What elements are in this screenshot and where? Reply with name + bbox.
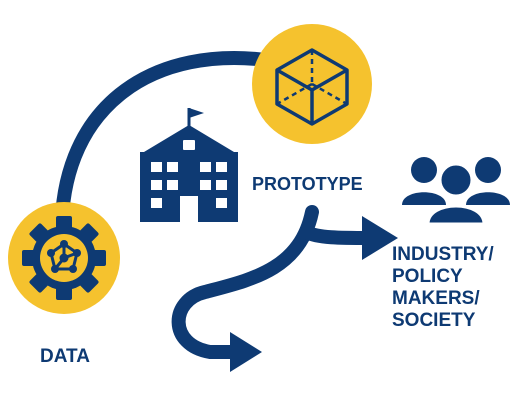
data-to-prototype-arc [54, 51, 287, 252]
prototype-node [252, 24, 372, 144]
prototype-label: PROTOTYPE [252, 174, 363, 194]
data-node [8, 202, 120, 314]
data-label: DATA [40, 346, 90, 367]
industry-policy-society-label: INDUSTRY/ POLICY MAKERS/ SOCIETY [392, 244, 494, 331]
industry-label-line: SOCIETY [392, 309, 476, 331]
industry-label-line: POLICY [392, 265, 463, 287]
people-group-icon [402, 157, 510, 226]
industry-label-line: MAKERS/ [392, 287, 480, 309]
industry-branch-line [299, 225, 377, 245]
school-building-icon [140, 108, 238, 222]
arrow-to-industry-icon [362, 216, 398, 260]
prototype-flow-line [171, 205, 319, 359]
arrow-lower-icon [230, 332, 262, 372]
industry-label-line: INDUSTRY/ [392, 244, 494, 265]
cube-icon [275, 48, 349, 126]
gear-network-icon [22, 216, 106, 300]
